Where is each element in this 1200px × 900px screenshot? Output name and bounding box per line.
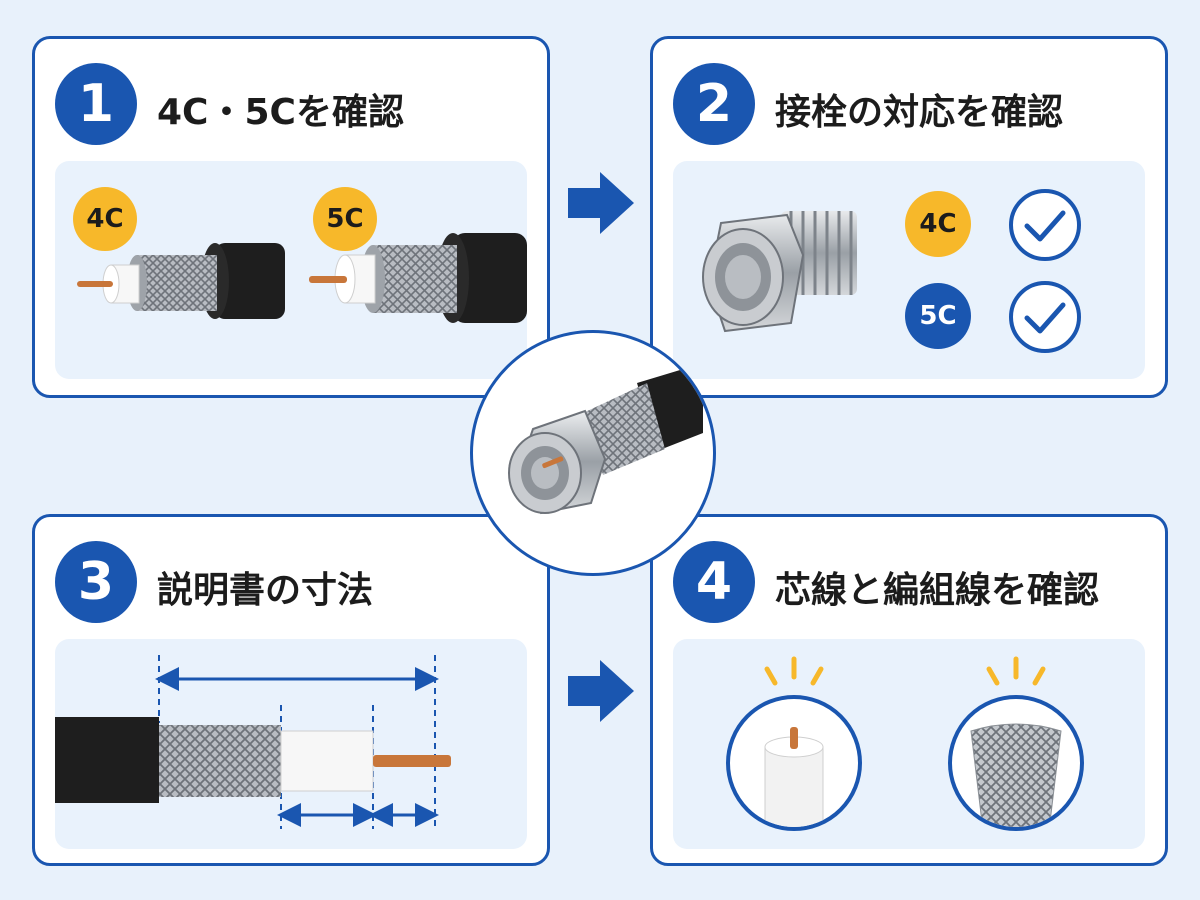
f-connector-icon xyxy=(702,211,857,333)
center-connector-badge xyxy=(470,330,716,576)
check-circle-icon xyxy=(1009,189,1081,261)
step-4-badge: 4 xyxy=(673,541,755,623)
step-3-title: 説明書の寸法 xyxy=(157,570,374,611)
tag-5c: 5C xyxy=(313,187,377,251)
coax-cable-5c-icon xyxy=(309,233,527,323)
braided-shield-icon xyxy=(948,656,1084,831)
step-4-title: 芯線と編組線を確認 xyxy=(775,570,1100,611)
step-2-title: 接栓の対応を確認 xyxy=(775,92,1064,133)
step-1-panel: 1 4C・5Cを確認 4C 5C xyxy=(32,36,550,398)
core-wire-icon xyxy=(726,656,862,831)
f-connector-cable-icon xyxy=(508,363,703,515)
step-4-illustration-area xyxy=(673,639,1145,849)
right-arrow-icon xyxy=(568,172,634,234)
tag-4c-compatible: 4C xyxy=(905,191,971,257)
step-2-panel: 2 接栓の対応を確認 4C 5C xyxy=(650,36,1168,398)
check-circle-icon xyxy=(1009,281,1081,353)
right-arrow-icon xyxy=(568,660,634,722)
step-3-panel: 3 説明書の寸法 xyxy=(32,514,550,866)
step-1-illustration-area: 4C 5C xyxy=(55,161,527,379)
step-3-badge: 3 xyxy=(55,541,137,623)
step-2-illustration-area: 4C 5C xyxy=(673,161,1145,379)
coax-cable-4c-icon xyxy=(77,243,285,319)
step-3-illustration-area xyxy=(55,639,527,849)
step-1-badge: 1 xyxy=(55,63,137,145)
coax-cable-dimension-icon xyxy=(55,655,451,829)
step-1-title: 4C・5Cを確認 xyxy=(157,92,404,133)
tag-5c-compatible: 5C xyxy=(905,283,971,349)
step-4-panel: 4 芯線と編組線を確認 xyxy=(650,514,1168,866)
step-2-badge: 2 xyxy=(673,63,755,145)
tag-4c: 4C xyxy=(73,187,137,251)
